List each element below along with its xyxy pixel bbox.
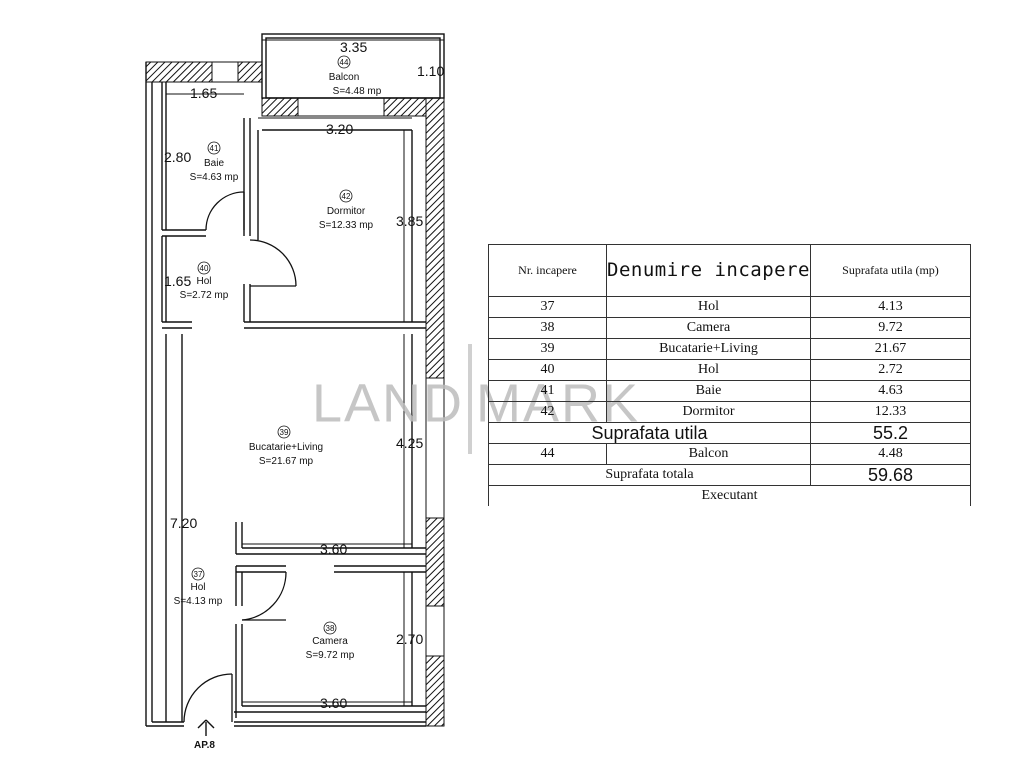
room-camera: 38 Camera S=9.72 mp [306, 621, 355, 661]
header-area: Suprafata utila (mp) [810, 244, 971, 297]
svg-text:Camera: Camera [312, 636, 348, 647]
total-label: Suprafata totala [488, 463, 811, 486]
row-name: Camera [606, 316, 811, 339]
svg-text:S=4.63 mp: S=4.63 mp [190, 172, 239, 183]
svg-text:41: 41 [210, 144, 219, 153]
walls [145, 33, 445, 727]
table-row: 41 Baie 4.63 [488, 379, 971, 402]
row-nr: 37 [488, 295, 607, 318]
row-name: Hol [606, 295, 811, 318]
svg-text:S=4.48 mp: S=4.48 mp [333, 86, 382, 97]
entrance-arrow-icon [197, 719, 215, 736]
table-row: 42 Dormitor 12.33 [488, 400, 971, 423]
dim-living-bottom-width: 3.60 [320, 541, 347, 557]
svg-text:39: 39 [280, 428, 289, 437]
svg-text:S=4.13 mp: S=4.13 mp [174, 596, 223, 607]
svg-text:37: 37 [194, 570, 203, 579]
hatched-wall-top [145, 61, 263, 83]
room-hol-37: 37 Hol S=4.13 mp [174, 567, 223, 607]
header-name: Denumire incapere [606, 244, 811, 297]
row-area: 4.63 [810, 379, 971, 402]
row-name: Bucatarie+Living [606, 337, 811, 360]
svg-text:S=9.72 mp: S=9.72 mp [306, 650, 355, 661]
svg-text:44: 44 [340, 58, 349, 67]
row-nr: 40 [488, 358, 607, 381]
room-baie: 41 Baie S=4.63 mp [190, 141, 239, 183]
dim-balcony-depth: 1.10 [417, 63, 444, 79]
svg-text:40: 40 [200, 264, 209, 273]
row-name: Hol [606, 358, 811, 381]
executant-label: Executant [488, 484, 971, 506]
table-row: 38 Camera 9.72 [488, 316, 971, 339]
balcon-nr: 44 [488, 442, 607, 465]
dim-room-bottom-width: 3.60 [320, 695, 347, 711]
window-top [211, 61, 239, 83]
doors [183, 191, 297, 723]
row-nr: 39 [488, 337, 607, 360]
row-area: 9.72 [810, 316, 971, 339]
svg-text:42: 42 [342, 192, 351, 201]
row-nr: 38 [488, 316, 607, 339]
surface-table: Nr. incapere Denumire incapere Suprafata… [488, 244, 971, 506]
executant-row: Executant [488, 484, 971, 506]
balcon-name: Balcon [606, 442, 811, 465]
row-nr: 41 [488, 379, 607, 402]
svg-text:Dormitor: Dormitor [327, 206, 366, 217]
total-row: Suprafata totala 59.68 [488, 463, 971, 486]
dim-bath-height: 2.80 [164, 149, 191, 165]
window-room [425, 605, 445, 657]
svg-text:Balcon: Balcon [329, 72, 360, 83]
dim-bath-width: 1.65 [190, 85, 217, 101]
util-label: Suprafata utila [488, 421, 811, 444]
dim-bedroom-width: 3.20 [326, 121, 353, 137]
room-bucatarie-living: 39 Bucatarie+Living S=21.67 mp [249, 425, 323, 467]
row-nr: 42 [488, 400, 607, 423]
dim-bedroom-height: 3.85 [396, 213, 423, 229]
svg-text:Baie: Baie [204, 158, 224, 169]
room-balcon: 44 Balcon S=4.48 mp [329, 55, 382, 97]
table-row: 39 Bucatarie+Living 21.67 [488, 337, 971, 360]
entrance-label: AP.8 [194, 740, 215, 751]
table-row: 37 Hol 4.13 [488, 295, 971, 318]
svg-text:S=2.72 mp: S=2.72 mp [180, 290, 229, 301]
svg-text:38: 38 [326, 624, 335, 633]
dimension-lines [166, 39, 444, 706]
dim-living-height: 4.25 [396, 435, 423, 451]
svg-text:Bucatarie+Living: Bucatarie+Living [249, 442, 323, 453]
balcon-row: 44 Balcon 4.48 [488, 442, 971, 465]
svg-text:S=21.67 mp: S=21.67 mp [259, 456, 314, 467]
room-dormitor: 42 Dormitor S=12.33 mp [319, 189, 374, 231]
row-name: Baie [606, 379, 811, 402]
dim-top-width: 3.35 [340, 39, 367, 55]
dim-left-length: 7.20 [170, 515, 197, 531]
dim-hall-height: 1.65 [164, 273, 191, 289]
svg-text:Hol: Hol [190, 582, 205, 593]
row-name: Dormitor [606, 400, 811, 423]
row-area: 4.13 [810, 295, 971, 318]
header-nr: Nr. incapere [488, 244, 607, 297]
row-area: 12.33 [810, 400, 971, 423]
util-value: 55.2 [810, 421, 971, 444]
dim-room-height: 2.70 [396, 631, 423, 647]
row-area: 2.72 [810, 358, 971, 381]
util-row: Suprafata utila 55.2 [488, 421, 971, 444]
table-row: 40 Hol 2.72 [488, 358, 971, 381]
svg-text:S=12.33 mp: S=12.33 mp [319, 220, 374, 231]
row-area: 21.67 [810, 337, 971, 360]
svg-text:Hol: Hol [196, 276, 211, 287]
window-bedroom [297, 97, 385, 117]
window-living [425, 377, 445, 519]
total-value: 59.68 [810, 463, 971, 486]
balcon-area: 4.48 [810, 442, 971, 465]
table-header: Nr. incapere Denumire incapere Suprafata… [488, 244, 971, 297]
room-hol-40: 40 Hol S=2.72 mp [180, 261, 229, 301]
